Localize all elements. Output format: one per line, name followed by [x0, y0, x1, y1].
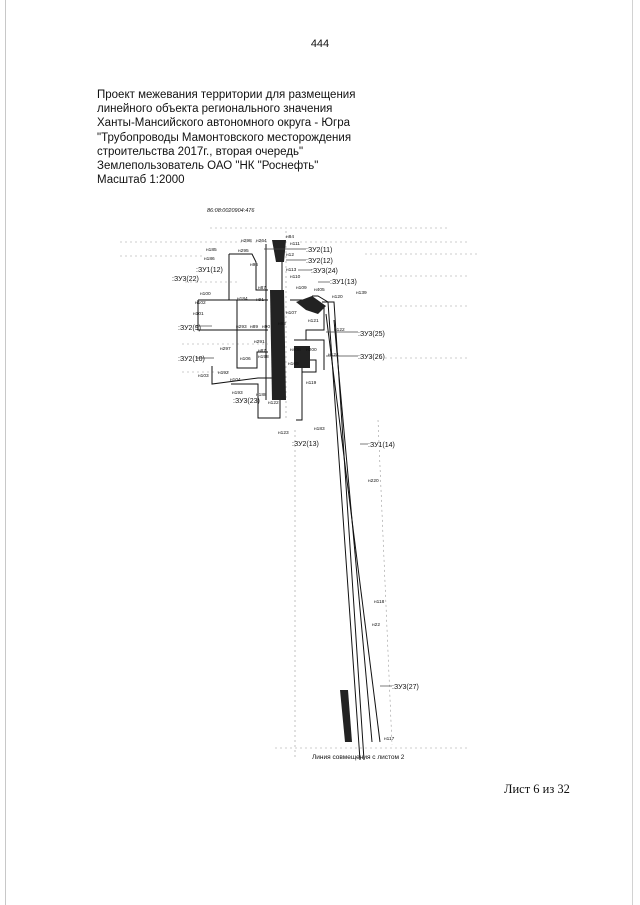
point-label: н111	[290, 241, 300, 247]
point-label: н298	[241, 238, 252, 244]
title-line: строительства 2017г., вторая очередь"	[97, 145, 304, 158]
callout-lines	[196, 248, 392, 687]
point-label: н295	[238, 248, 249, 254]
title-block: Проект межевания территории для размещен…	[97, 88, 397, 187]
point-label: н84	[286, 234, 294, 240]
point-label: н198	[258, 354, 269, 360]
title-line: Масштаб 1:2000	[97, 174, 185, 187]
point-label: н100	[200, 291, 211, 297]
page-number: 444	[310, 38, 330, 50]
parcel-label: :ЗУ3(25)	[358, 331, 385, 338]
parcel-label: :ЗУ2(10)	[178, 356, 205, 363]
parcel-label: :ЗУ3(22)	[172, 276, 199, 283]
title-line: Землепользователь ОАО "НК "Роснефть"	[97, 160, 319, 173]
point-label: н123	[278, 430, 289, 436]
point-label: н104	[230, 377, 241, 383]
parcel-label: :ЗУ2(12)	[306, 258, 333, 265]
point-label: н106	[240, 356, 251, 362]
title-line: линейного объекта регионального значения	[97, 103, 333, 116]
point-label: н122	[268, 400, 279, 406]
point-label: н184	[237, 296, 248, 302]
point-label: н91	[256, 297, 264, 303]
parcel-label: :ЗУ3(23)	[233, 398, 260, 405]
parcel-outlines	[197, 244, 381, 761]
point-label: н200	[306, 347, 317, 353]
parcel-label: :ЗУ1(12)	[196, 267, 223, 274]
scan-edge-left	[5, 0, 6, 905]
point-label: н22	[372, 622, 380, 628]
point-label: н96	[250, 262, 258, 268]
parcel-label: :ЗУ3(27)	[392, 684, 419, 691]
point-label: н109	[296, 285, 307, 291]
point-label: н186	[204, 256, 215, 262]
point-label: н117	[384, 736, 395, 742]
point-label: н193	[232, 390, 243, 396]
combine-line-label: Линия совмещения с листом 2	[312, 754, 405, 761]
point-label: н122	[334, 327, 345, 333]
point-label: н297	[220, 346, 231, 352]
scan-edge-right	[632, 0, 633, 905]
point-label-group: н84 н111 н12 н113 н298 н264 н185 н295 н1…	[193, 234, 395, 742]
point-label: н121	[308, 318, 319, 324]
point-label: н87	[258, 285, 266, 291]
point-label: н107	[286, 310, 297, 316]
point-label: н118	[374, 599, 385, 605]
point-label: н405	[314, 287, 325, 293]
point-label: н264	[256, 238, 267, 244]
title-line: Ханты-Мансийского автономного округа - Ю…	[97, 117, 350, 130]
point-label: н183	[314, 426, 325, 432]
point-label: н408	[290, 347, 301, 353]
parcel-label: :ЗУ2(9)	[178, 325, 201, 332]
parcel-label: :ЗУ3(24)	[311, 268, 338, 275]
point-label: н87	[258, 348, 266, 354]
point-label: н192	[218, 370, 229, 376]
point-label: н101	[193, 311, 204, 317]
background-boundaries	[120, 227, 480, 760]
point-label: н90	[262, 324, 270, 330]
sheet-number-label: Лист 6 из 32	[504, 782, 570, 796]
title-line: "Трубопроводы Мамонтовского месторождени…	[97, 131, 352, 144]
point-label: н92	[278, 321, 286, 327]
parcel-label: :ЗУ2(13)	[292, 441, 319, 448]
point-label: н119	[306, 380, 317, 386]
parcel-label: :ЗУ2(11)	[306, 247, 332, 254]
cadastral-number: 86:08:0020904:476	[207, 208, 255, 214]
point-label: н188	[256, 392, 267, 398]
point-label: н113	[286, 267, 297, 273]
point-label: н102	[195, 300, 206, 306]
point-label: н185	[206, 247, 217, 253]
parcel-label: :ЗУ1(13)	[330, 279, 357, 286]
parcel-label-group: :ЗУ2(11) :ЗУ2(12) :ЗУ3(24) :ЗУ1(13) :ЗУ3…	[172, 247, 419, 691]
point-label: н110	[290, 274, 301, 280]
hatched-corridors	[270, 240, 352, 742]
point-label: н120	[332, 294, 343, 300]
point-label: н124	[328, 352, 339, 358]
point-label: н12	[286, 252, 294, 258]
parcel-label: :ЗУ1(14)	[368, 442, 395, 449]
point-label: н293	[236, 324, 247, 330]
point-label: н89	[250, 324, 258, 330]
point-label: н139	[356, 290, 367, 296]
point-label: н291	[254, 339, 265, 345]
point-label: н220	[368, 478, 379, 484]
parcel-label: :ЗУ3(26)	[358, 354, 385, 361]
point-label: н169	[288, 361, 299, 367]
title-line: Проект межевания территории для размещен…	[97, 89, 356, 101]
point-label: н103	[198, 373, 209, 379]
